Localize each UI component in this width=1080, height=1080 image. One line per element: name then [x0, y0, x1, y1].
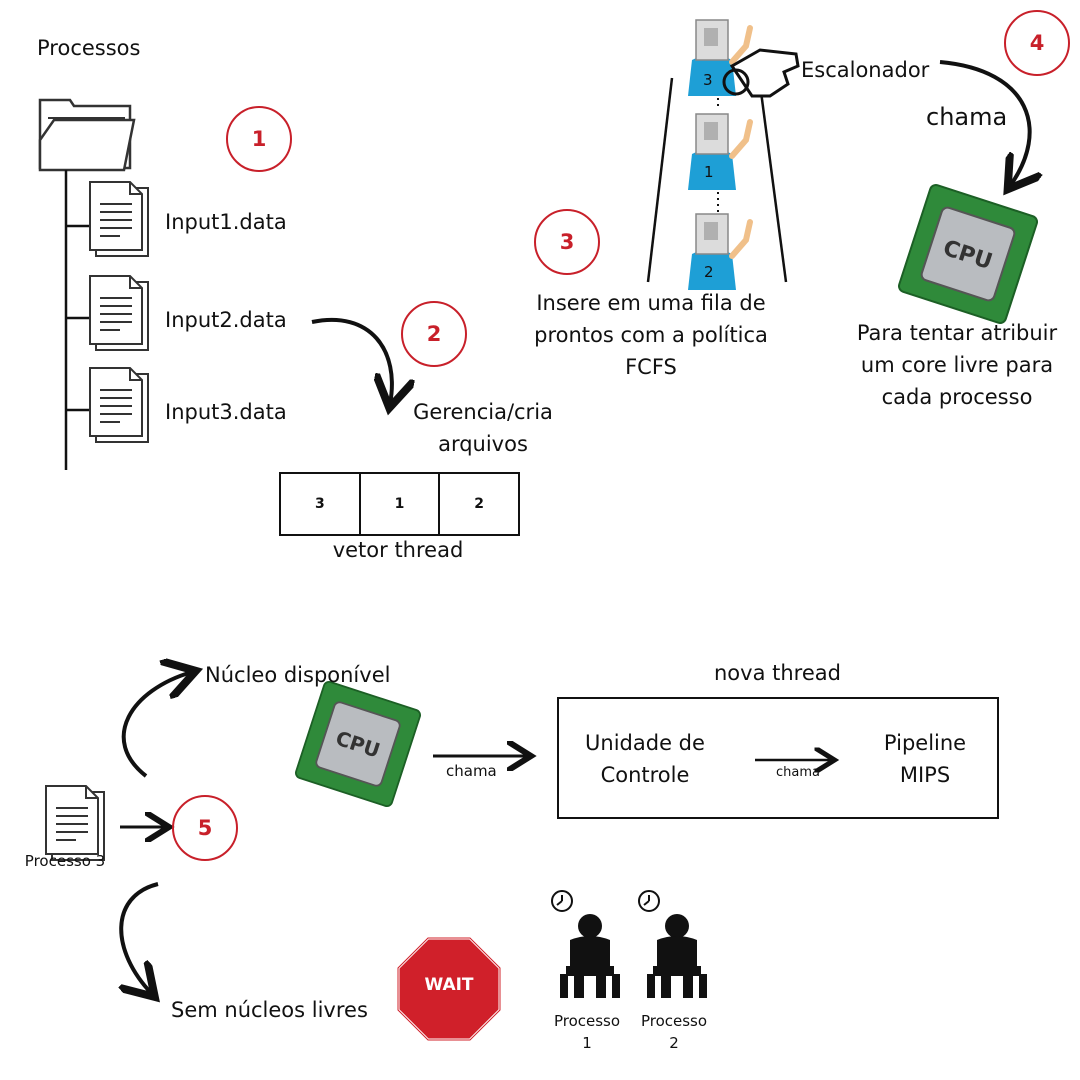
file-icon-process3 [45, 785, 105, 861]
thread-vector-cell: 1 [361, 474, 441, 534]
wait-sign-text: WAIT [424, 975, 474, 995]
waiting-process1-line2: 1 [582, 1034, 592, 1052]
chama-label-top: chama [926, 103, 1008, 131]
queue-number-2: 2 [704, 263, 714, 281]
queue-number-1: 1 [704, 163, 714, 181]
queue-description-line1: Insere em uma fila de [536, 291, 766, 315]
cpu-chip-icon-top [896, 182, 1040, 326]
thread-vector-label: vetor thread [332, 538, 464, 562]
available-core-label: Núcleo disponível [205, 663, 391, 687]
waiting-person-icon-2 [647, 914, 707, 998]
queue-person-1 [688, 114, 750, 190]
cpu-description: Para tentar atribuir um core livre para … [842, 317, 1072, 413]
clock-icon-1 [551, 890, 573, 912]
new-thread-label: nova thread [714, 661, 841, 685]
arrow-files-to-vector [311, 318, 392, 404]
arrow-down-no-cores [121, 882, 158, 994]
waiting-process2-line1: Processo [640, 1012, 708, 1030]
arrow-up-available [121, 672, 192, 778]
pipeline-label: Pipeline MIPS [860, 727, 990, 791]
thread-vector-cell: 2 [474, 496, 485, 512]
queue-description: Insere em uma fila de prontos com a polí… [516, 287, 786, 383]
chama-label-inner: chama [776, 765, 820, 780]
cpu-description-line2: um core livre para [860, 353, 1054, 377]
queue-number-3: 3 [703, 71, 713, 89]
pipeline-line1: Pipeline [883, 731, 967, 755]
file-label-input2: Input2.data [165, 308, 287, 332]
waiting-process2-line2: 2 [669, 1034, 679, 1052]
file-label-input3: Input3.data [165, 400, 287, 424]
queue-lines [646, 77, 788, 283]
waiting-process2-label: Processo 2 [632, 1010, 716, 1054]
waiting-process1-line1: Processo [553, 1012, 621, 1030]
process3-label: Processo 3 [24, 852, 106, 870]
thread-vector: 3 1 2 [279, 472, 520, 536]
control-unit-line2: Controle [600, 763, 690, 787]
queue-person-3 [688, 20, 750, 96]
step2-label: Gerencia/cria arquivos [403, 396, 563, 460]
wait-sign-icon [396, 936, 502, 1042]
scheduler-label: Escalonador [801, 58, 930, 82]
file-icon-input2 [89, 275, 149, 351]
step2-label-line2: arquivos [438, 432, 528, 456]
step-badge-3: 3 [534, 209, 600, 275]
step-badge-2: 2 [401, 301, 467, 367]
cpu-description-line3: cada processo [881, 385, 1033, 409]
new-thread-box [557, 697, 999, 819]
cpu-chip-icon-bottom [293, 679, 423, 809]
step-badge-5: 5 [172, 795, 238, 861]
queue-description-line2: prontos com a política [534, 323, 768, 347]
waiting-person-icon-1 [560, 914, 620, 998]
thread-vector-cell: 3 [281, 474, 361, 534]
waiting-process1-label: Processo 1 [545, 1010, 629, 1054]
folder-icon [38, 98, 136, 172]
step2-label-line1: Gerencia/cria [413, 400, 553, 424]
arrow-scheduler-to-cpu [939, 60, 1030, 186]
file-label-input1: Input1.data [165, 210, 287, 234]
control-unit-line1: Unidade de [585, 731, 705, 755]
queue-description-line3: FCFS [625, 355, 677, 379]
file-icon-input1 [89, 181, 149, 257]
no-cores-label: Sem núcleos livres [171, 998, 368, 1022]
pointing-hand-icon [722, 48, 800, 98]
page-title: Processos [37, 36, 141, 60]
chama-label-bottom: chama [446, 762, 497, 780]
step-badge-1: 1 [226, 106, 292, 172]
queue-person-2 [688, 214, 750, 290]
cpu-description-line1: Para tentar atribuir [856, 321, 1058, 345]
pipeline-line2: MIPS [899, 763, 951, 787]
control-unit-label: Unidade de Controle [570, 727, 720, 791]
file-icon-input3 [89, 367, 149, 443]
file-tree-lines [64, 170, 92, 470]
step-badge-4: 4 [1004, 10, 1070, 76]
clock-icon-2 [638, 890, 660, 912]
